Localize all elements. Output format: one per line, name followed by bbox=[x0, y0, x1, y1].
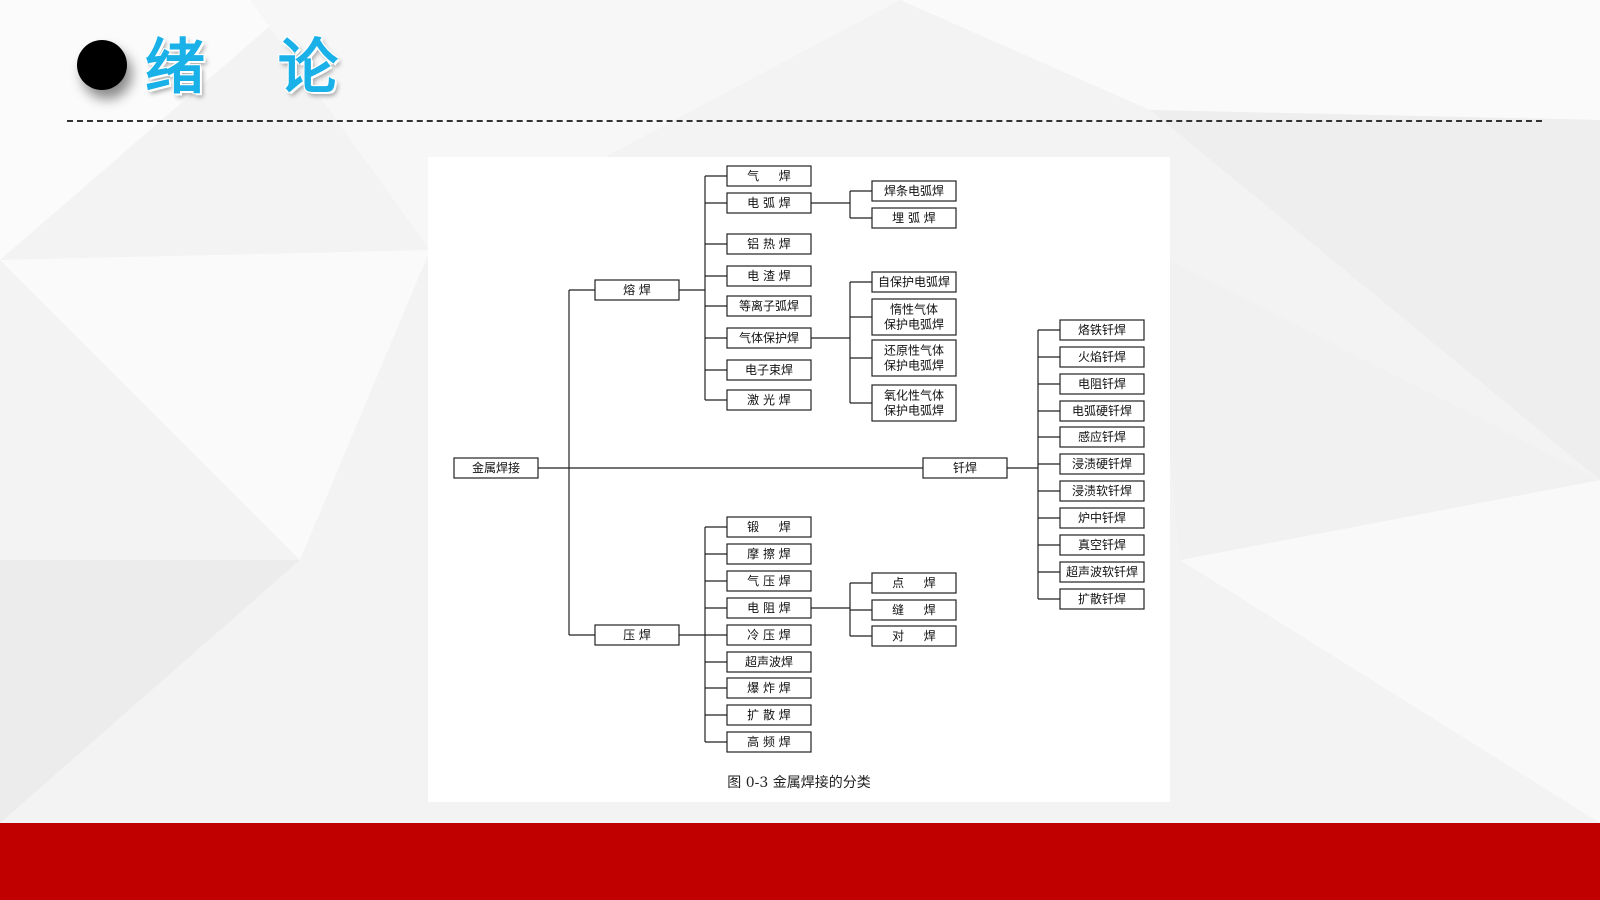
node-label: 铝 热 焊 bbox=[747, 236, 791, 251]
node-label: 惰性气体 bbox=[890, 302, 938, 317]
sub-node-box: 埋 弧 焊 bbox=[871, 207, 957, 229]
figure-caption: 图 0-3 金属焊接的分类 bbox=[727, 775, 871, 791]
node-label: 摩 擦 焊 bbox=[747, 546, 791, 561]
node-label: 气 压 焊 bbox=[747, 573, 791, 588]
node-label: 电 弧 焊 bbox=[747, 195, 791, 210]
node-box: 电 弧 焊 bbox=[726, 192, 812, 214]
node-label: 电子束焊 bbox=[745, 362, 793, 377]
node-box: 气体保护焊 bbox=[726, 327, 812, 349]
node-label: 保护电弧焊 bbox=[884, 358, 944, 373]
sub-node-box: 焊条电弧焊 bbox=[871, 180, 957, 202]
node-box: 炉中钎焊 bbox=[1059, 507, 1145, 529]
node-box: 电 阻 焊 bbox=[726, 597, 812, 619]
node-label: 对 焊 bbox=[892, 628, 936, 643]
node-box: 铝 热 焊 bbox=[726, 233, 812, 255]
node-label: 冷 压 焊 bbox=[747, 627, 791, 642]
sub-node-box: 自保护电弧焊 bbox=[871, 271, 957, 293]
title-divider bbox=[67, 120, 1542, 122]
node-label: 埋 弧 焊 bbox=[892, 210, 936, 225]
node-label: 还原性气体 bbox=[884, 343, 944, 358]
node-box: 爆 炸 焊 bbox=[726, 677, 812, 699]
node-label: 火焰钎焊 bbox=[1078, 349, 1126, 364]
node-box: 冷 压 焊 bbox=[726, 624, 812, 646]
node-label: 感应钎焊 bbox=[1078, 429, 1126, 444]
node-box: 浸渍硬钎焊 bbox=[1059, 453, 1145, 475]
node-label: 电阻钎焊 bbox=[1078, 376, 1126, 391]
node-label: 金属焊接 bbox=[472, 460, 520, 475]
node-label: 电 阻 焊 bbox=[747, 600, 791, 615]
node-label: 等离子弧焊 bbox=[739, 298, 799, 313]
node-label: 高 频 焊 bbox=[747, 734, 791, 749]
node-label: 缝 焊 bbox=[892, 602, 936, 617]
node-label: 浸渍硬钎焊 bbox=[1072, 456, 1132, 471]
node-label: 气 焊 bbox=[747, 168, 791, 183]
node-label: 焊条电弧焊 bbox=[884, 183, 944, 198]
node-box: 电 渣 焊 bbox=[726, 265, 812, 287]
node-box: 浸渍软钎焊 bbox=[1059, 480, 1145, 502]
node-label: 爆 炸 焊 bbox=[747, 680, 791, 695]
node-label: 扩散钎焊 bbox=[1078, 591, 1126, 606]
node-box: 高 频 焊 bbox=[726, 731, 812, 753]
title-bullet bbox=[77, 40, 127, 90]
branch-box: 钎焊 bbox=[922, 457, 1008, 479]
node-box: 感应钎焊 bbox=[1059, 426, 1145, 448]
node-box: 电子束焊 bbox=[726, 359, 812, 381]
node-label: 锻 焊 bbox=[747, 519, 791, 534]
node-box: 扩 散 焊 bbox=[726, 704, 812, 726]
node-label: 钎焊 bbox=[953, 460, 977, 475]
slide-title: 绪 论 bbox=[145, 33, 364, 103]
node-label: 保护电弧焊 bbox=[884, 403, 944, 418]
node-label: 电弧硬钎焊 bbox=[1072, 403, 1132, 418]
node-box: 电弧硬钎焊 bbox=[1059, 400, 1145, 422]
node-box: 等离子弧焊 bbox=[726, 295, 812, 317]
node-box: 烙铁钎焊 bbox=[1059, 319, 1145, 341]
node-box: 超声波软钎焊 bbox=[1059, 561, 1145, 583]
node-label: 真空钎焊 bbox=[1078, 537, 1126, 552]
node-box: 火焰钎焊 bbox=[1059, 346, 1145, 368]
node-box: 激 光 焊 bbox=[726, 389, 812, 411]
node-box: 气 压 焊 bbox=[726, 570, 812, 592]
footer-bar bbox=[0, 823, 1600, 900]
node-label: 保护电弧焊 bbox=[884, 317, 944, 332]
node-label: 氧化性气体 bbox=[884, 388, 944, 403]
node-label: 电 渣 焊 bbox=[747, 268, 791, 283]
sub-node-box: 对 焊 bbox=[871, 625, 957, 647]
diagram-figure: 气 焊电 弧 焊 焊条电弧焊埋 弧 焊铝 热 焊电 渣 焊等离子弧焊气体保护焊 自保… bbox=[428, 157, 1170, 802]
root-box: 金属焊接 bbox=[453, 457, 539, 479]
node-label: 炉中钎焊 bbox=[1078, 510, 1126, 525]
branch-box: 压 焊 bbox=[594, 624, 680, 646]
node-label: 超声波软钎焊 bbox=[1066, 564, 1138, 579]
node-label: 烙铁钎焊 bbox=[1078, 322, 1126, 337]
sub-node-box: 缝 焊 bbox=[871, 599, 957, 621]
node-box: 真空钎焊 bbox=[1059, 534, 1145, 556]
node-label: 压 焊 bbox=[623, 627, 651, 642]
node-box: 气 焊 bbox=[726, 165, 812, 187]
node-label: 激 光 焊 bbox=[747, 392, 791, 407]
sub-node-box: 点 焊 bbox=[871, 572, 957, 594]
node-label: 超声波焊 bbox=[745, 654, 793, 669]
node-label: 点 焊 bbox=[892, 575, 936, 590]
node-box: 摩 擦 焊 bbox=[726, 543, 812, 565]
node-box: 锻 焊 bbox=[726, 516, 812, 538]
node-label: 浸渍软钎焊 bbox=[1072, 483, 1132, 498]
node-box: 超声波焊 bbox=[726, 651, 812, 673]
node-label: 熔 焊 bbox=[623, 282, 651, 297]
node-box: 扩散钎焊 bbox=[1059, 588, 1145, 610]
node-box: 电阻钎焊 bbox=[1059, 373, 1145, 395]
node-label: 扩 散 焊 bbox=[747, 707, 791, 722]
branch-box: 熔 焊 bbox=[594, 279, 680, 301]
node-label: 气体保护焊 bbox=[739, 330, 799, 345]
node-label: 自保护电弧焊 bbox=[878, 274, 950, 289]
